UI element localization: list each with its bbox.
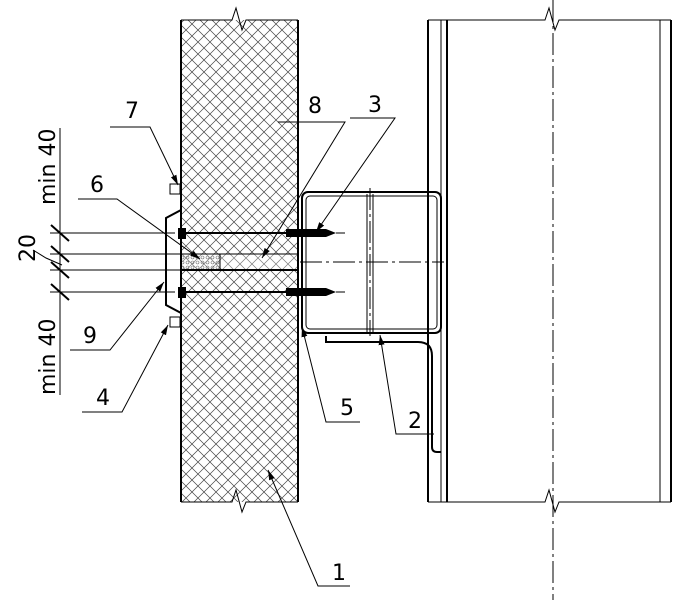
dim-bottom: min 40 (36, 319, 61, 395)
callout-4: 4 (96, 386, 110, 411)
sandwich-panel (180, 6, 299, 514)
steel-column (427, 0, 672, 600)
callouts: 7 8 3 6 9 4 5 2 1 (70, 93, 434, 587)
steel-tube (300, 188, 444, 453)
callout-2: 2 (408, 409, 422, 434)
callout-6: 6 (90, 173, 104, 198)
dimensions: min 40 20 min 40 (16, 128, 181, 395)
dim-middle: 20 (16, 234, 41, 262)
dim-top: min 40 (36, 129, 61, 205)
callout-1: 1 (332, 561, 346, 586)
screws (169, 183, 345, 328)
callout-9: 9 (83, 324, 97, 349)
callout-3: 3 (368, 93, 382, 118)
callout-7: 7 (125, 99, 139, 124)
callout-5: 5 (340, 396, 354, 421)
cover-flashing (165, 195, 182, 330)
callout-8: 8 (308, 94, 322, 119)
